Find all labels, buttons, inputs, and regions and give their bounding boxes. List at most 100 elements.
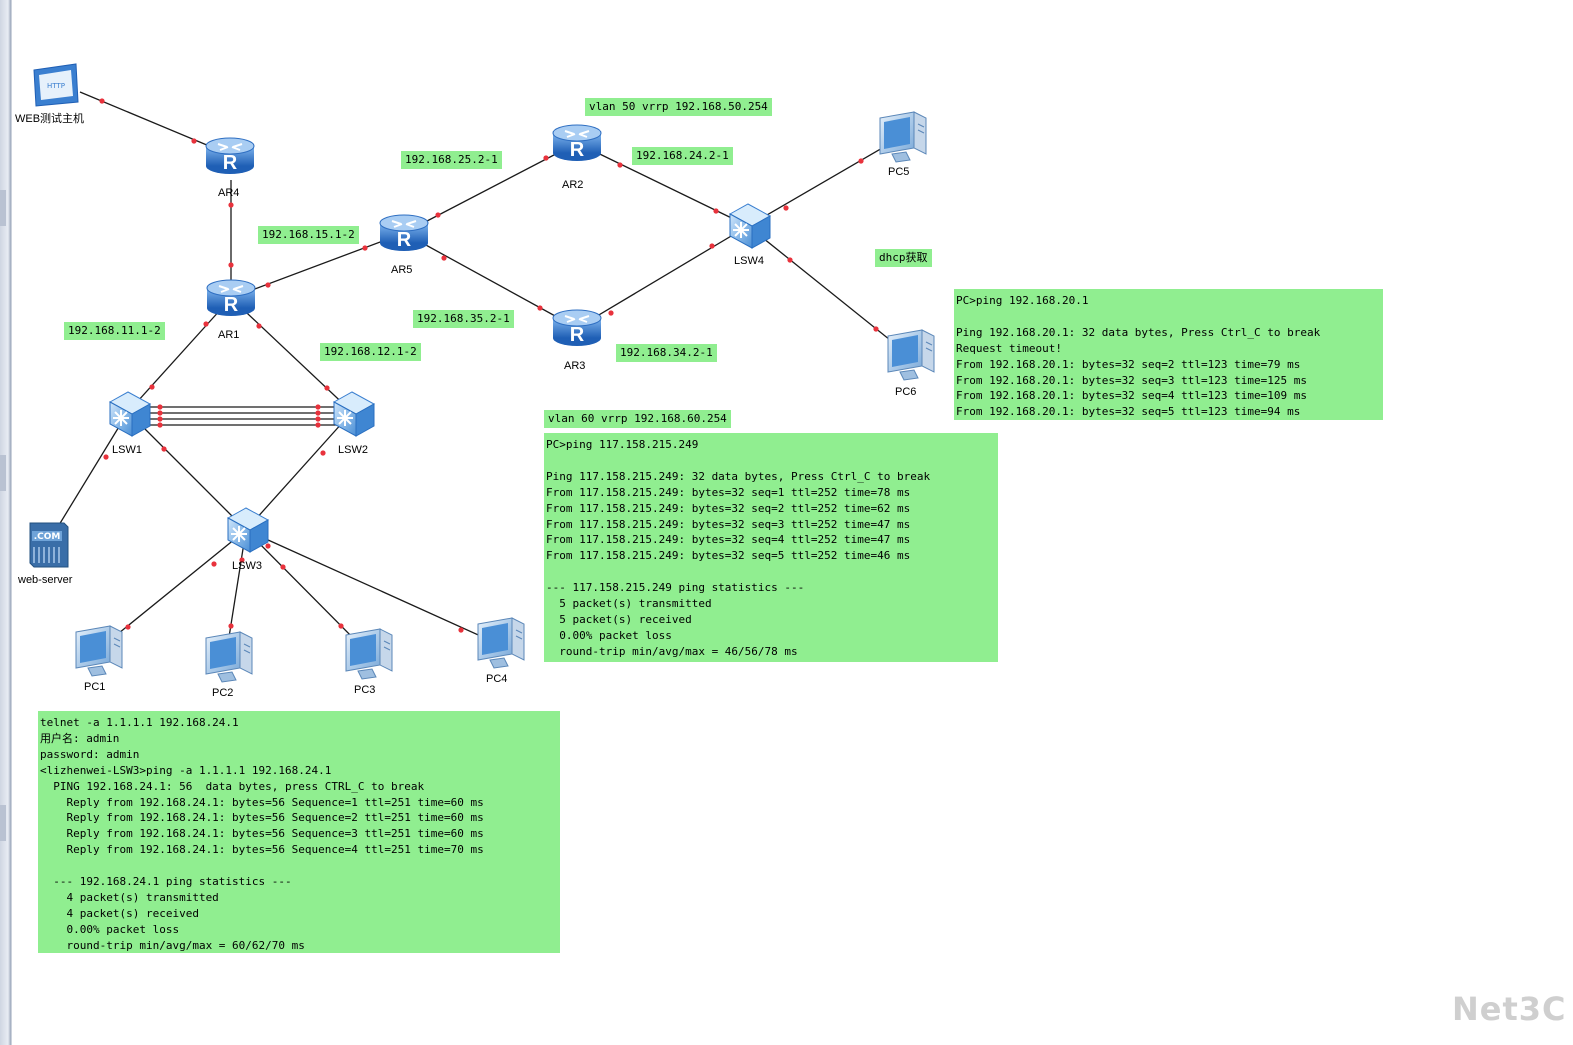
port-dot (280, 564, 286, 570)
router-ar4-label: AR4 (218, 187, 239, 199)
link-ar1-lsw1 (127, 297, 232, 413)
watermark: Net3C (1452, 990, 1567, 1028)
port-dot (543, 155, 549, 161)
router-ar5-icon[interactable] (379, 214, 429, 252)
pc5-label: PC5 (888, 166, 909, 178)
port-dot (713, 208, 719, 214)
switch-lsw4-label: LSW4 (734, 255, 764, 267)
port-dot (256, 323, 262, 329)
label-net-35: 192.168.35.2-1 (413, 310, 514, 328)
pc4-icon[interactable] (477, 617, 525, 669)
router-ar1-icon[interactable] (206, 279, 256, 317)
pc2-icon[interactable] (205, 631, 253, 683)
web-test-host[interactable]: HTTP (33, 63, 79, 107)
port-dot (435, 212, 441, 218)
port-dot (125, 624, 131, 630)
router-ar1-label: AR1 (218, 329, 239, 341)
label-vlan60-vrrp: vlan 60 vrrp 192.168.60.254 (544, 410, 731, 428)
pc6-label: PC6 (895, 386, 916, 398)
label-net-15: 192.168.15.1-2 (258, 226, 359, 244)
port-dot (99, 98, 105, 104)
port-dot (265, 282, 271, 288)
pc3-icon[interactable] (345, 628, 393, 680)
port-dot (161, 446, 167, 452)
web-server-icon[interactable]: .COM (29, 522, 69, 568)
link-lsw3-pc3 (245, 529, 369, 654)
port-dot (608, 310, 614, 316)
link-lsw1-web-server (47, 411, 129, 544)
port-dot (338, 623, 344, 629)
port-dot (787, 257, 793, 263)
port-dot (191, 138, 197, 144)
port-dot (265, 543, 271, 549)
router-ar3-icon[interactable] (552, 309, 602, 347)
link-lsw3-pc4 (245, 529, 497, 644)
edge-mark (0, 190, 6, 226)
router-ar3-label: AR3 (564, 360, 585, 372)
switch-lsw4-icon[interactable] (729, 203, 771, 249)
router-ar2-label: AR2 (562, 179, 583, 191)
port-dot (315, 404, 321, 410)
http-badge: HTTP (47, 82, 65, 90)
link-lsw1-lsw3 (127, 411, 247, 531)
edge-mark (0, 455, 6, 491)
router-ar5-label: AR5 (391, 264, 412, 276)
port-dot (441, 255, 447, 261)
switch-lsw1-icon[interactable] (109, 391, 151, 437)
pc4-label: PC4 (486, 673, 507, 685)
pc6-icon[interactable] (887, 329, 935, 381)
switch-lsw2-icon[interactable] (333, 391, 375, 437)
label-net-12: 192.168.12.1-2 (320, 343, 421, 361)
pc2-label: PC2 (212, 687, 233, 699)
web-test-host-label: WEB测试主机 (15, 111, 84, 125)
port-dot (203, 321, 209, 327)
port-dot (315, 416, 321, 422)
port-dot (324, 385, 330, 391)
link-lsw2-lsw3 (245, 411, 353, 531)
port-dot (873, 326, 879, 332)
label-dhcp: dhcp获取 (875, 249, 932, 267)
link-ar2-lsw4 (576, 142, 749, 227)
port-dot (617, 162, 623, 168)
terminal-pc-ping-117-158-215-249: PC>ping 117.158.215.249 Ping 117.158.215… (544, 433, 998, 662)
window-left-edge (0, 0, 12, 1045)
link-ar1-ar5 (230, 232, 405, 299)
terminal-telnet-lsw3: telnet -a 1.1.1.1 192.168.24.1 用户名: admi… (38, 711, 560, 953)
port-dot (458, 627, 464, 633)
port-dot (228, 202, 234, 208)
router-ar4-icon[interactable] (205, 137, 255, 175)
port-dot (783, 205, 789, 211)
link-ar5-ar3 (403, 232, 578, 329)
port-dot (211, 561, 217, 567)
link-lsw4-pc5 (747, 139, 897, 227)
label-net-24: 192.168.24.2-1 (632, 147, 733, 165)
port-dot (858, 158, 864, 164)
links (47, 91, 906, 657)
switch-lsw3-label: LSW3 (232, 560, 262, 572)
port-dot (709, 243, 715, 249)
port-dot (362, 245, 368, 251)
port-dot (157, 422, 163, 428)
port-dot (228, 623, 234, 629)
switch-lsw2-label: LSW2 (338, 444, 368, 456)
pc1-label: PC1 (84, 681, 105, 693)
port-dot (537, 305, 543, 311)
link-lsw4-pc6 (747, 225, 906, 353)
port-dot (315, 410, 321, 416)
switch-lsw1-label: LSW1 (112, 444, 142, 456)
switch-lsw3-icon[interactable] (227, 507, 269, 553)
port-dot (157, 416, 163, 422)
link-lsw3-pc1 (97, 529, 247, 651)
port-dots (99, 98, 879, 633)
pc1-icon[interactable] (75, 625, 123, 677)
label-vlan50-vrrp: vlan 50 vrrp 192.168.50.254 (585, 98, 772, 116)
edge-mark (0, 805, 6, 841)
pc5-icon[interactable] (879, 111, 927, 163)
router-ar2-icon[interactable] (552, 124, 602, 162)
web-server-label: web-server (17, 574, 73, 586)
port-dot (315, 422, 321, 428)
port-dot (157, 404, 163, 410)
port-dot (157, 410, 163, 416)
port-dot (320, 450, 326, 456)
